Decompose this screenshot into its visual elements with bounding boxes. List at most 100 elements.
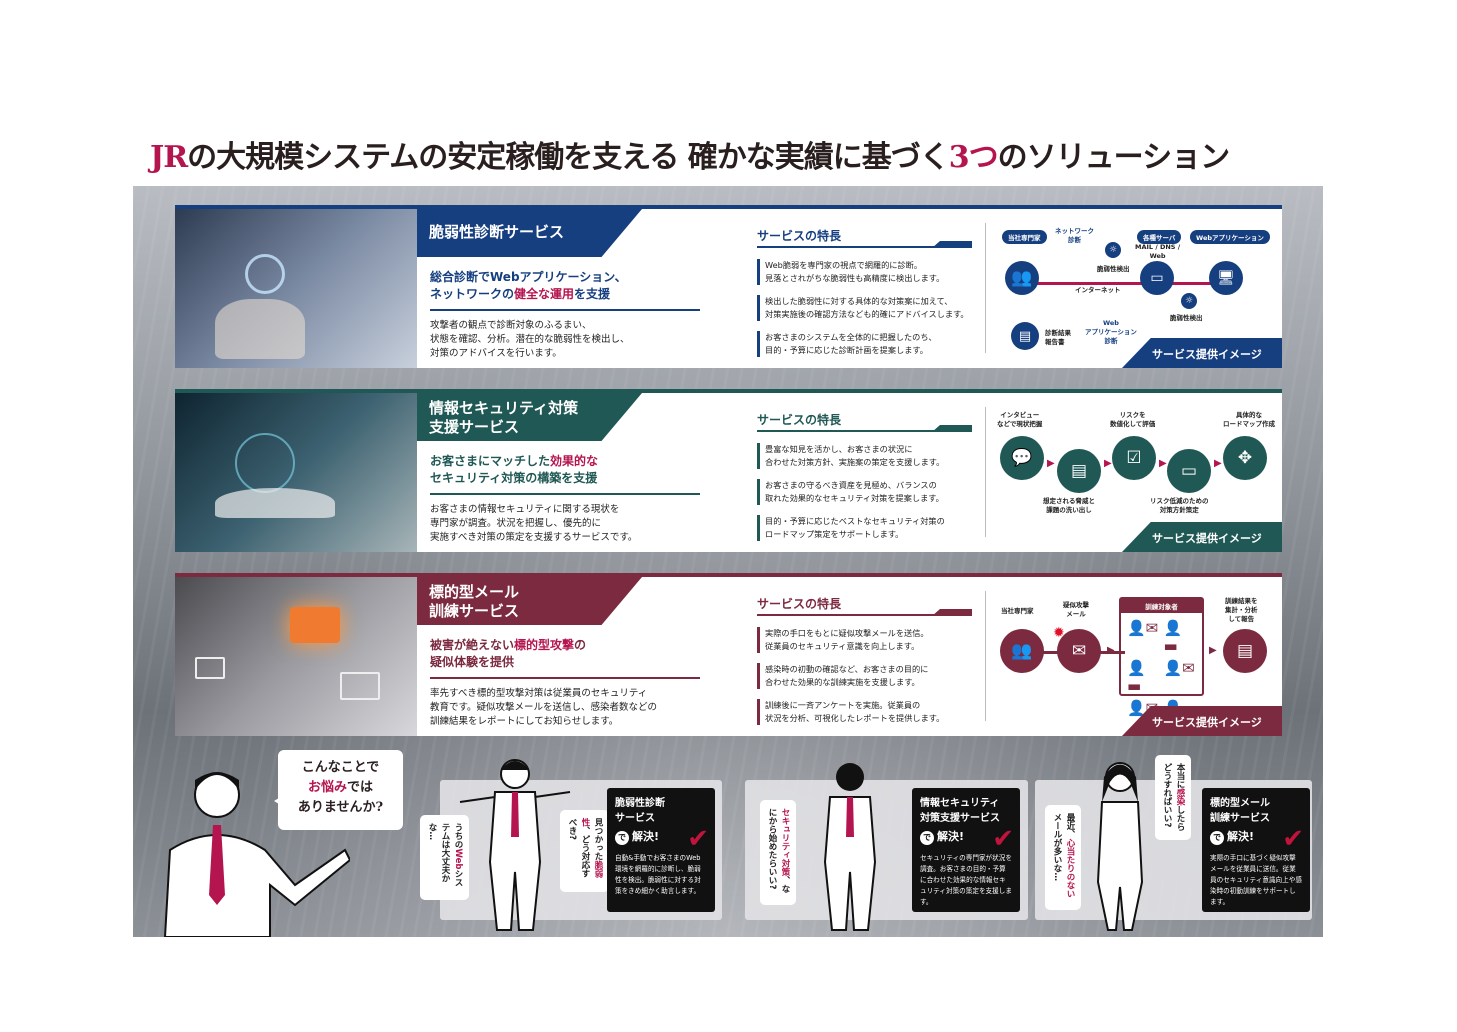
divider	[985, 407, 986, 537]
trainee-group-box: 訓練対象者 👤✉👤▬👤▬👤✉👤✉👤▬	[1119, 597, 1204, 735]
label-detect: 脆弱性検出	[1170, 314, 1203, 322]
worry-bubble: セキュリティ対策、なにから始めたらいい?	[760, 800, 796, 905]
service-description: 攻撃者の観点で診断対象のふるまい、状態を確認、分析。潜在的な脆弱性を検出し、対策…	[430, 320, 630, 359]
solution-box-targeted-mail: 標的型メール訓練サービス で解決! ✔ 実際の手口に基づく疑似攻撃メールを従業員…	[1202, 788, 1310, 912]
service-image-label: サービス提供イメージ	[1122, 706, 1282, 736]
feature-item: 実際の手口をもとに疑似攻撃メールを送信。従業員のセキュリティ意識を向上します。	[757, 627, 972, 653]
interview-icon: 💬	[1000, 436, 1044, 480]
solution-title: 情報セキュリティ対策支援サービス	[920, 798, 1000, 824]
solution-box-vulnerability: 脆弱性診断サービス で解決! ✔ 自動&手動でお客さまのWeb環境を網羅的に診断…	[607, 788, 715, 912]
arrow-icon: ▶	[1107, 645, 1115, 656]
service-panel-targeted-mail: 標的型メール訓練サービス 被害が絶えない標的型攻撃の疑似体験を提供 率先すべき標…	[175, 573, 1282, 736]
service-title: 情報セキュリティ対策支援サービス	[417, 393, 642, 441]
service-title: 標的型メール訓練サービス	[417, 577, 642, 625]
headline-main: の大規模システムの安定稼働を支える 確かな実績に基づく	[187, 140, 950, 175]
worry-bubble: うちのWebシステムは大丈夫かな…	[420, 815, 469, 900]
label-internet: インターネット	[1075, 286, 1121, 294]
step-label: インタビュー などで現状把握	[997, 411, 1043, 428]
feature-item: Web脆弱を専門家の視点で網羅的に診断。見落とされがちな脆弱性も高精度に検出しま…	[757, 259, 972, 285]
label-server-types: MAIL / DNS / Web	[1135, 243, 1181, 260]
checkmark-icon: ✔	[1282, 824, 1304, 854]
arrow-icon: ▶	[1209, 645, 1217, 656]
checklist-icon: ☑	[1112, 436, 1156, 480]
email-icons-photo	[175, 577, 417, 736]
solution-body: 実際の手口に基づく疑似攻撃メールを従業員に送信。従業員のセキュリティ意識向上や感…	[1210, 854, 1302, 906]
worry-bubble: 本当に感染したらどうすればいい?	[1155, 755, 1191, 840]
service-title: 脆弱性診断サービス	[417, 209, 642, 257]
clipboard-icon: ▤	[1057, 449, 1101, 493]
solution-resolve: で解決!	[615, 828, 707, 845]
service-image-label: サービス提供イメージ	[1122, 338, 1282, 368]
solution-body: 自動&手動でお客さまのWeb環境を網羅的に診断し、脆弱性を検出。脆弱性に対する対…	[615, 854, 701, 895]
service-panel-vulnerability: 脆弱性診断サービス 総合診断でWebアプリケーション、ネットワークの健全な運用を…	[175, 205, 1282, 368]
headline-accent-three: 3つ	[948, 140, 999, 175]
experts-icon: 👥	[1005, 261, 1039, 295]
solution-resolve: で解決!	[920, 828, 1012, 845]
open-book-network-photo	[175, 393, 417, 552]
solution-resolve: で解決!	[1210, 828, 1302, 845]
label-detect: 脆弱性検出	[1097, 265, 1130, 273]
arrow-icon: ▶	[1159, 458, 1167, 469]
hand-touching-screen-photo	[175, 209, 417, 368]
label-mock-mail: 疑似攻撃 メール	[1063, 601, 1089, 618]
arrow-icon: ▶	[1214, 458, 1222, 469]
arrow-icon: ▶	[1047, 458, 1055, 469]
internet-line	[1035, 282, 1225, 285]
service-subtitle: 総合診断でWebアプリケーション、ネットワークの健全な運用を支援	[430, 269, 700, 311]
step-label: 想定される脅威と 課題の洗い出し	[1043, 497, 1095, 514]
label-network-diagnosis: ネットワーク 診断	[1055, 227, 1094, 244]
service-description: お客さまの情報セキュリティに関する現状を専門家が調査。状況を把握し、優先的に実施…	[430, 504, 638, 543]
label-result: 訓練結果を 集計・分析 して報告	[1225, 597, 1258, 623]
step-label: 具体的な ロードマップ作成	[1223, 411, 1275, 428]
feature-item: 感染時の初動の確認など、お客さまの目的に合わせた効果的な訓練実施を支援します。	[757, 663, 972, 689]
feature-item: 検出した脆弱性に対する具体的な対策案に加えて、対策実施後の確認方法なども的確にア…	[757, 295, 972, 321]
solution-body: セキュリティの専門家が状況を調査。お客さまの目的・予算に合わせた効果的な情報セキ…	[920, 854, 1012, 906]
feature-item: お客さまの守るべき資産を見極め、バランスの取れた効果的なセキュリティ対策を提案し…	[757, 479, 972, 505]
thinking-woman-illustration	[1096, 762, 1144, 931]
service-image-label: サービス提供イメージ	[1122, 522, 1282, 552]
mail-icon: ✉	[1057, 629, 1101, 673]
feature-heading: サービスの特長	[757, 595, 972, 616]
tag-servers: 各種サーバ	[1137, 230, 1182, 244]
service-subtitle: お客さまにマッチした効果的なセキュリティ対策の構築を支援	[430, 453, 700, 495]
worried-man-illustration	[823, 763, 877, 931]
label-web-app-diagnosis: Web アプリケーション 診断	[1085, 319, 1137, 345]
feature-item: 目的・予算に応じたベストなセキュリティ対策のロードマップ策定をサポートします。	[757, 515, 972, 541]
presenter-man-illustration	[163, 772, 350, 937]
server-icon: ▭	[1140, 261, 1174, 295]
feature-item: 豊富な知見を活かし、お客さまの状況に合わせた対策方針、実施案の策定を支援します。	[757, 443, 972, 469]
page-headline: JRの大規模システムの安定稼働を支える 確かな実績に基づく3つのソリューション	[150, 132, 1230, 176]
worry-bubble: 最近、心当たりのないメールが多いな…	[1045, 805, 1081, 910]
headline-tail: のソリューション	[997, 140, 1230, 175]
web-app-icon: 🖥	[1209, 261, 1243, 295]
solution-box-security-support: 情報セキュリティ対策支援サービス で解決! ✔ セキュリティの専門家が状況を調査…	[912, 788, 1020, 912]
checkmark-icon: ✔	[992, 824, 1014, 854]
feature-item: 訓練後に一斉アンケートを実施。従業員の状況を分析、可視化したレポートを提供します…	[757, 699, 972, 725]
arrow-icon: ▶	[1104, 458, 1112, 469]
label-expert: 当社専門家	[1001, 607, 1034, 615]
divider	[985, 223, 986, 353]
roadmap-icon: ✥	[1223, 436, 1267, 480]
service-subtitle: 被害が絶えない標的型攻撃の疑似体験を提供	[430, 637, 700, 679]
intro-speech-bubble: こんなことでお悩みではありませんか?	[274, 750, 403, 830]
feature-item: お客さまのシステムを全体的に把握したのち、目的・予算に応じた診断計画を提案します…	[757, 331, 972, 357]
feature-heading: サービスの特長	[757, 227, 972, 248]
presentation-icon: ▭	[1167, 449, 1211, 493]
tag-expert: 当社専門家	[1002, 230, 1047, 244]
divider	[985, 591, 986, 721]
service-panel-security-support: 情報セキュリティ対策支援サービス お客さまにマッチした効果的なセキュリティ対策の…	[175, 389, 1282, 552]
step-label: リスクを 数値化して評価	[1110, 411, 1156, 428]
tag-web-app: Webアプリケーション	[1190, 230, 1270, 244]
worry-bubble: 見つかった脆弱性、どう対応すべき?	[560, 810, 609, 892]
confused-man-illustration	[459, 759, 571, 931]
solution-title: 脆弱性診断サービス	[615, 798, 665, 824]
experts-icon: 👥	[1000, 629, 1044, 673]
step-label: リスク低減のための 対策方針策定	[1150, 497, 1209, 514]
detect-bulb-icon: ☼	[1105, 242, 1121, 258]
feature-heading: サービスの特長	[757, 411, 972, 432]
headline-accent-jr: JR	[150, 140, 188, 175]
virus-icon: ✹	[1053, 625, 1065, 641]
label-report: 診断結果 報告書	[1045, 329, 1071, 346]
report-icon: ▤	[1223, 629, 1267, 673]
service-description: 率先すべき標的型攻撃対策は従業員のセキュリティ教育です。疑似攻撃メールを送信し、…	[430, 688, 658, 727]
